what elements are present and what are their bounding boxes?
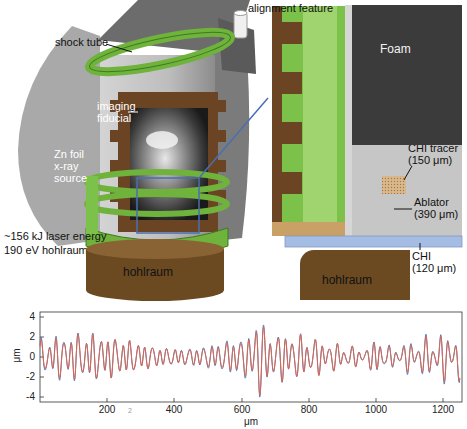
tick-label: 4 bbox=[5, 311, 35, 322]
tick-label: 1000 bbox=[356, 404, 396, 415]
chi-tracer bbox=[382, 176, 406, 194]
leader-line bbox=[106, 44, 132, 52]
radiograph-window bbox=[130, 108, 208, 220]
comb-teeth bbox=[282, 22, 302, 194]
node-text: hohlraum bbox=[123, 266, 173, 279]
tick-label: 400 bbox=[154, 404, 194, 415]
node-text: Foam bbox=[380, 43, 411, 56]
foam-layer: Foam bbox=[352, 5, 462, 145]
green-ring bbox=[87, 194, 227, 214]
part-label: shock tube bbox=[55, 36, 115, 48]
comb-spine bbox=[272, 6, 282, 228]
callout-arrow bbox=[420, 243, 421, 250]
tick-label: 2 bbox=[5, 331, 35, 342]
hohlraum-cylinder: hohlraum bbox=[85, 238, 225, 302]
alignment-feature-top bbox=[234, 11, 247, 16]
tick-label: -2 bbox=[5, 371, 35, 382]
green-ring-edge bbox=[87, 24, 233, 79]
green-strut bbox=[86, 176, 98, 236]
green-layer-light bbox=[303, 6, 337, 228]
stray-mark: 2 bbox=[128, 407, 138, 415]
gap-layer bbox=[345, 5, 352, 236]
tick-label: 200 bbox=[87, 404, 127, 415]
axis-label: μm bbox=[11, 346, 22, 366]
part-label: imaging fiducial bbox=[97, 100, 143, 124]
green-layer bbox=[282, 6, 345, 228]
zoom-leader bbox=[199, 98, 268, 178]
layer-label: CHI tracer (150 μm) bbox=[408, 142, 464, 166]
layer-label: CHI (120 μm) bbox=[412, 250, 464, 274]
tick-label: 800 bbox=[289, 404, 329, 415]
radiograph-feature bbox=[146, 131, 178, 149]
tick-label: 600 bbox=[222, 404, 262, 415]
axis-label: μm bbox=[236, 416, 266, 427]
tick-label: -4 bbox=[5, 391, 35, 402]
plot-frame bbox=[40, 312, 462, 402]
condition-label: ~156 kJ laser energy bbox=[4, 230, 124, 242]
layer-label: Ablator (390 μm) bbox=[414, 196, 464, 220]
callout-arrow bbox=[394, 209, 412, 210]
zoom-box bbox=[137, 178, 199, 233]
part-label: Zn foil x-ray source bbox=[54, 148, 94, 184]
chi-layer bbox=[285, 236, 462, 247]
trace-blue bbox=[40, 325, 460, 397]
node-text: hohlraum bbox=[322, 274, 372, 287]
trace-red bbox=[40, 327, 460, 395]
tick-label: 1200 bbox=[423, 404, 463, 415]
part-label: alignment feature bbox=[248, 2, 348, 14]
green-ring bbox=[87, 24, 233, 79]
tan-layer bbox=[272, 222, 345, 236]
zn-foil-shell bbox=[18, 26, 100, 246]
green-ring bbox=[87, 172, 227, 192]
hohlraum-block: hohlraum bbox=[300, 250, 410, 300]
callout-arrow bbox=[404, 166, 412, 180]
cylinder-top bbox=[86, 239, 224, 259]
